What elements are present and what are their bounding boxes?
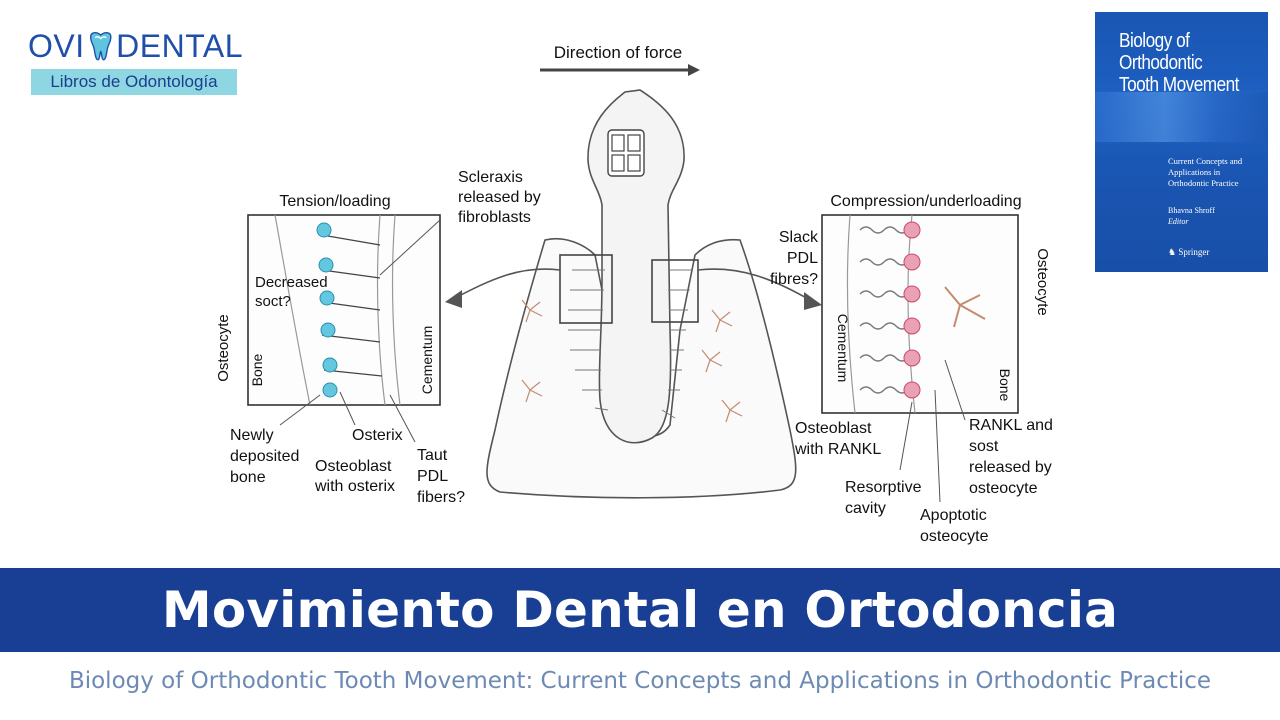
osteoclast-cells bbox=[903, 221, 921, 399]
taut-label-1: Taut bbox=[417, 447, 448, 464]
apoptotic-pointer bbox=[934, 389, 941, 503]
left-osteocyte-label: Osteocyte bbox=[215, 314, 232, 382]
book-editor-name: Bhavna Shroff bbox=[1168, 206, 1215, 215]
book-publisher-label: Springer bbox=[1178, 247, 1210, 257]
tension-arrowhead-icon bbox=[445, 290, 462, 308]
bone-cells bbox=[521, 299, 743, 423]
logo-tagline: Libros de Odontología bbox=[31, 69, 237, 95]
book-editor-role: Editor bbox=[1168, 217, 1189, 226]
book-subtitle-line-3: Orthodontic Practice bbox=[1168, 178, 1239, 188]
resorptive-label-2: cavity bbox=[845, 500, 886, 517]
book-title-line-1: Biology of bbox=[1119, 30, 1190, 52]
right-osteocyte-label: Osteocyte bbox=[1034, 248, 1051, 316]
book-subtitle-line-1: Current Concepts and bbox=[1168, 156, 1243, 166]
right-osteocyte-cell bbox=[944, 286, 986, 328]
scleraxis-label-1: Scleraxis bbox=[458, 169, 523, 186]
slack-label-3: fibres? bbox=[770, 271, 818, 288]
book-subtitle-line-2: Applications in bbox=[1168, 167, 1221, 177]
springer-horse-icon: ♞ bbox=[1168, 247, 1177, 257]
footer-subtitle: Biology of Orthodontic Tooth Movement: C… bbox=[68, 668, 1212, 694]
compression-arrowhead-icon bbox=[804, 292, 822, 310]
ovidental-logo: OVI DENTAL Libros de Odontología bbox=[28, 30, 243, 95]
cementum-edge-2 bbox=[391, 214, 401, 406]
slack-pdl-fibers bbox=[859, 226, 909, 394]
bone-edge bbox=[274, 214, 311, 406]
scleraxis-label-2: released by bbox=[458, 189, 541, 206]
pulp-cell bbox=[611, 134, 625, 152]
logo-word-left: OVI bbox=[28, 28, 85, 64]
rankl-label-1: RANKL and bbox=[969, 417, 1053, 434]
taut-pointer bbox=[389, 394, 416, 443]
book-editor: Bhavna Shroff Editor bbox=[1168, 205, 1260, 227]
pulp-cell bbox=[627, 134, 641, 152]
right-cementum-label: Cementum bbox=[835, 314, 851, 382]
resorptive-label-1: Resorptive bbox=[845, 479, 922, 496]
direction-label: Direction of force bbox=[554, 43, 683, 62]
title-banner: Movimiento Dental en Ortodoncia bbox=[0, 568, 1280, 652]
left-bone-label: Bone bbox=[249, 353, 265, 386]
compression-panel bbox=[821, 214, 1019, 414]
osteoblast-osterix-label-2: with osterix bbox=[314, 478, 395, 495]
rankl-label-2: sost bbox=[969, 438, 999, 455]
osteoblast-rankl-label-2: with RANKL bbox=[794, 441, 881, 458]
slack-label-1: Slack bbox=[779, 229, 819, 246]
book-subtitle: Current Concepts and Applications in Ort… bbox=[1168, 156, 1260, 189]
scleraxis-pointer bbox=[379, 219, 441, 276]
banner-title: Movimiento Dental en Ortodoncia bbox=[161, 581, 1119, 639]
osterix-pointer bbox=[339, 391, 356, 426]
osteoblast-rankl-label-1: Osteoblast bbox=[795, 420, 872, 437]
tooth bbox=[587, 89, 685, 444]
pulp-cell bbox=[611, 154, 625, 172]
taut-label-2: PDL bbox=[417, 468, 448, 485]
tooth-movement-diagram: Direction of force bbox=[200, 30, 1100, 565]
book-title-line-3: Tooth Movement bbox=[1119, 74, 1239, 96]
newly-label-3: bone bbox=[230, 469, 266, 486]
book-cover-band bbox=[1095, 92, 1268, 142]
logo-wordmark: OVI DENTAL bbox=[28, 30, 243, 62]
left-cementum-label: Cementum bbox=[419, 326, 435, 394]
pulp-cell bbox=[627, 154, 641, 172]
rankl-label-3: released by bbox=[969, 459, 1052, 476]
compression-callout-arrow bbox=[697, 268, 811, 301]
newly-label-2: deposited bbox=[230, 448, 299, 465]
newly-pointer bbox=[279, 394, 321, 426]
cementum-edge bbox=[376, 214, 386, 406]
right-bone-label: Bone bbox=[997, 369, 1013, 402]
taut-label-3: fibers? bbox=[417, 489, 465, 506]
pdl-hatch bbox=[568, 269, 692, 419]
tension-inset-box bbox=[559, 254, 613, 324]
decreased-label-2: soct? bbox=[255, 293, 291, 310]
tension-title: Tension/loading bbox=[279, 193, 390, 210]
decreased-label-1: Decreased bbox=[255, 274, 328, 291]
tension-panel bbox=[247, 214, 441, 406]
newly-label-1: Newly bbox=[230, 427, 274, 444]
logo-word-right: DENTAL bbox=[116, 28, 243, 64]
tooth-icon bbox=[89, 32, 112, 61]
book-cover: Biology of Orthodontic Tooth Movement Cu… bbox=[1095, 12, 1268, 272]
right-cementum-edge bbox=[846, 214, 856, 414]
book-title: Biology of Orthodontic Tooth Movement bbox=[1119, 30, 1244, 96]
book-publisher: ♞ Springer bbox=[1168, 247, 1209, 258]
slack-label-2: PDL bbox=[787, 250, 818, 267]
apoptotic-label-1: Apoptotic bbox=[920, 507, 987, 524]
compression-title: Compression/underloading bbox=[830, 193, 1021, 210]
scleraxis-label-3: fibroblasts bbox=[458, 209, 531, 226]
tooth-pulp-window bbox=[607, 129, 645, 177]
direction-arrowhead-icon bbox=[688, 64, 700, 76]
book-title-line-2: Orthodontic bbox=[1119, 52, 1203, 74]
osterix-label: Osterix bbox=[352, 427, 403, 444]
rankl-pointer bbox=[944, 359, 966, 421]
osteoblast-osterix-label-1: Osteoblast bbox=[315, 458, 392, 475]
tension-callout-arrow bbox=[454, 268, 561, 299]
compression-inset-box bbox=[651, 259, 699, 323]
diagram-svg: Direction of force bbox=[215, 43, 1053, 545]
rankl-label-4: osteocyte bbox=[969, 480, 1038, 497]
osteoblast-cells bbox=[316, 222, 338, 398]
apoptotic-label-2: osteocyte bbox=[920, 528, 989, 545]
resorptive-pointer bbox=[899, 401, 913, 471]
